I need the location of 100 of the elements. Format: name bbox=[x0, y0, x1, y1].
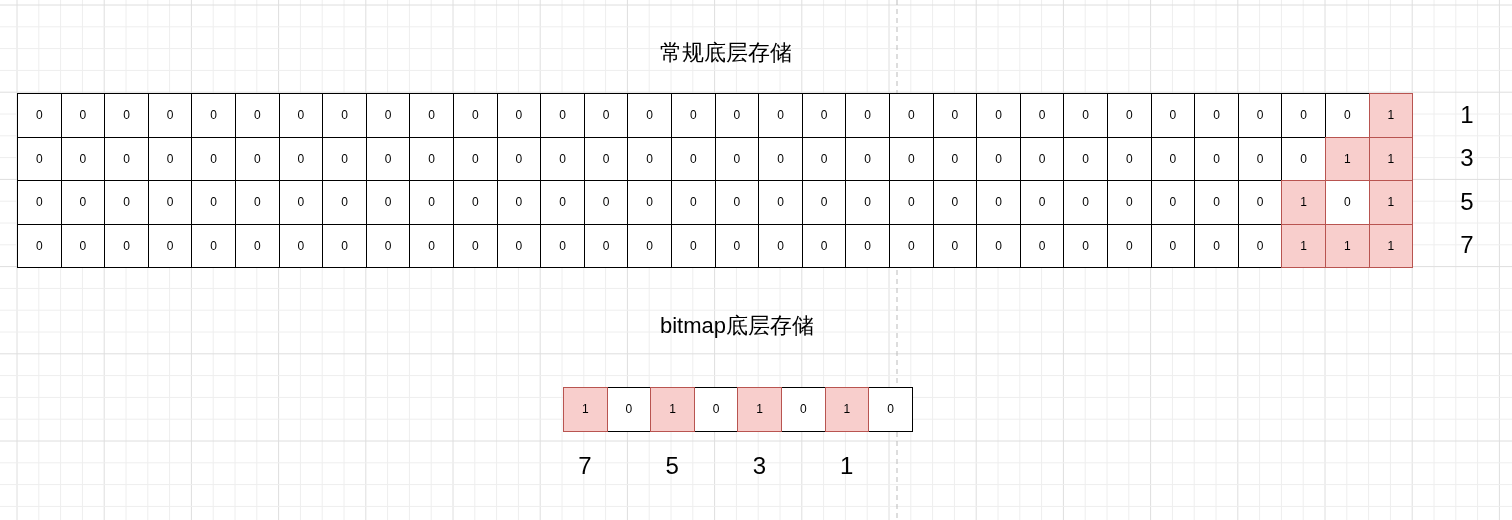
bit-cell: 0 bbox=[781, 387, 826, 432]
bit-cell: 0 bbox=[845, 223, 890, 268]
bit-value: 3 bbox=[752, 452, 767, 480]
bit-cell: 0 bbox=[1063, 223, 1108, 268]
bit-cell: 1 bbox=[824, 387, 870, 432]
bit-cell: 0 bbox=[1107, 136, 1152, 181]
bit-cell: 0 bbox=[60, 180, 106, 225]
bit-cell: 0 bbox=[1325, 180, 1370, 225]
bit-cell: 1 bbox=[1368, 223, 1414, 268]
bit-cell: 0 bbox=[365, 93, 411, 138]
bit-cell: 0 bbox=[976, 180, 1021, 225]
bit-cell: 0 bbox=[845, 180, 890, 225]
bit-cell: 0 bbox=[540, 180, 585, 225]
bit-cell: 0 bbox=[758, 223, 803, 268]
bit-cell: 0 bbox=[453, 223, 498, 268]
bit-cell: 0 bbox=[627, 136, 672, 181]
bit-cell: 0 bbox=[235, 223, 280, 268]
bit-cell: 0 bbox=[322, 180, 367, 225]
bit-cell: 0 bbox=[453, 93, 498, 138]
bit-cell: 0 bbox=[1107, 93, 1152, 138]
row-value: 1 bbox=[1460, 100, 1474, 129]
bit-cell: 1 bbox=[1325, 223, 1370, 268]
bit-cell: 0 bbox=[322, 223, 367, 268]
bit-cell: 0 bbox=[1150, 93, 1196, 138]
bit-cell: 0 bbox=[191, 136, 236, 181]
bit-cell: 0 bbox=[235, 136, 280, 181]
bit-cell: 0 bbox=[235, 93, 280, 138]
bit-cell: 0 bbox=[583, 180, 629, 225]
bit-cell: 0 bbox=[1237, 180, 1283, 225]
row-value: 5 bbox=[1460, 187, 1474, 216]
bit-cell: 0 bbox=[1063, 136, 1108, 181]
bit-cell: 0 bbox=[496, 93, 542, 138]
bit-cell: 1 bbox=[650, 387, 695, 432]
bit-cell: 0 bbox=[1325, 93, 1370, 138]
bit-cell: 0 bbox=[714, 180, 760, 225]
heading: bitmap底层存储 bbox=[660, 312, 814, 340]
bit-cell: 1 bbox=[1368, 180, 1414, 225]
bit-value: 1 bbox=[839, 452, 854, 480]
bit-cell: 0 bbox=[976, 136, 1021, 181]
bit-cell: 1 bbox=[1325, 136, 1370, 181]
bit-cell: 0 bbox=[453, 136, 498, 181]
bit-cell: 1 bbox=[1281, 180, 1326, 225]
bit-cell: 0 bbox=[845, 136, 890, 181]
bit-cell: 0 bbox=[1194, 223, 1239, 268]
bit-cell: 0 bbox=[540, 93, 585, 138]
bit-cell: 0 bbox=[889, 180, 934, 225]
bit-cell: 0 bbox=[322, 136, 367, 181]
bit-cell: 0 bbox=[845, 93, 890, 138]
bit-cell: 0 bbox=[976, 223, 1021, 268]
bit-cell: 0 bbox=[758, 180, 803, 225]
bit-cell: 0 bbox=[1063, 180, 1108, 225]
bit-cell: 0 bbox=[1019, 93, 1065, 138]
bit-cell: 0 bbox=[235, 180, 280, 225]
bit-cell: 0 bbox=[540, 223, 585, 268]
bit-cell: 0 bbox=[758, 136, 803, 181]
bit-cell: 0 bbox=[1281, 93, 1326, 138]
bit-cell: 0 bbox=[889, 136, 934, 181]
bit-cell: 1 bbox=[737, 387, 782, 432]
bit-cell: 0 bbox=[671, 223, 716, 268]
row-value: 3 bbox=[1460, 144, 1474, 173]
bit-cell: 0 bbox=[278, 180, 324, 225]
bit-cell: 0 bbox=[17, 93, 62, 138]
bit-cell: 0 bbox=[191, 223, 236, 268]
bit-cell: 0 bbox=[104, 223, 149, 268]
bit-cell: 0 bbox=[191, 93, 236, 138]
bit-cell: 0 bbox=[17, 223, 62, 268]
bit-cell: 0 bbox=[17, 180, 62, 225]
bit-cell: 0 bbox=[104, 136, 149, 181]
bit-cell: 0 bbox=[627, 223, 672, 268]
bit-cell: 0 bbox=[191, 180, 236, 225]
bit-cell: 0 bbox=[409, 180, 454, 225]
bit-cell: 0 bbox=[801, 180, 847, 225]
bit-cell: 0 bbox=[409, 223, 454, 268]
bit-cell: 0 bbox=[104, 93, 149, 138]
bit-cell: 0 bbox=[1194, 180, 1239, 225]
bit-cell: 0 bbox=[1107, 223, 1152, 268]
bit-cell: 0 bbox=[1194, 136, 1239, 181]
bit-cell: 0 bbox=[365, 180, 411, 225]
bit-cell: 0 bbox=[1281, 136, 1326, 181]
bit-cell: 0 bbox=[322, 93, 367, 138]
bit-cell: 0 bbox=[889, 93, 934, 138]
bit-cell: 0 bbox=[278, 93, 324, 138]
bit-cell: 0 bbox=[409, 136, 454, 181]
bit-cell: 0 bbox=[671, 180, 716, 225]
bit-cell: 0 bbox=[1150, 180, 1196, 225]
bit-cell: 0 bbox=[627, 180, 672, 225]
bit-cell: 0 bbox=[540, 136, 585, 181]
bit-cell: 0 bbox=[932, 93, 978, 138]
bit-cell: 0 bbox=[868, 387, 913, 432]
bit-cell: 0 bbox=[1237, 93, 1283, 138]
bit-cell: 0 bbox=[1107, 180, 1152, 225]
bit-cell: 0 bbox=[147, 180, 193, 225]
bit-cell: 0 bbox=[801, 93, 847, 138]
bit-cell: 0 bbox=[1063, 93, 1108, 138]
bit-cell: 0 bbox=[147, 93, 193, 138]
bit-cell: 0 bbox=[1194, 93, 1239, 138]
bit-cell: 0 bbox=[453, 180, 498, 225]
bit-cell: 0 bbox=[693, 387, 739, 432]
bit-cell: 0 bbox=[671, 136, 716, 181]
bit-value: 7 bbox=[578, 452, 592, 480]
